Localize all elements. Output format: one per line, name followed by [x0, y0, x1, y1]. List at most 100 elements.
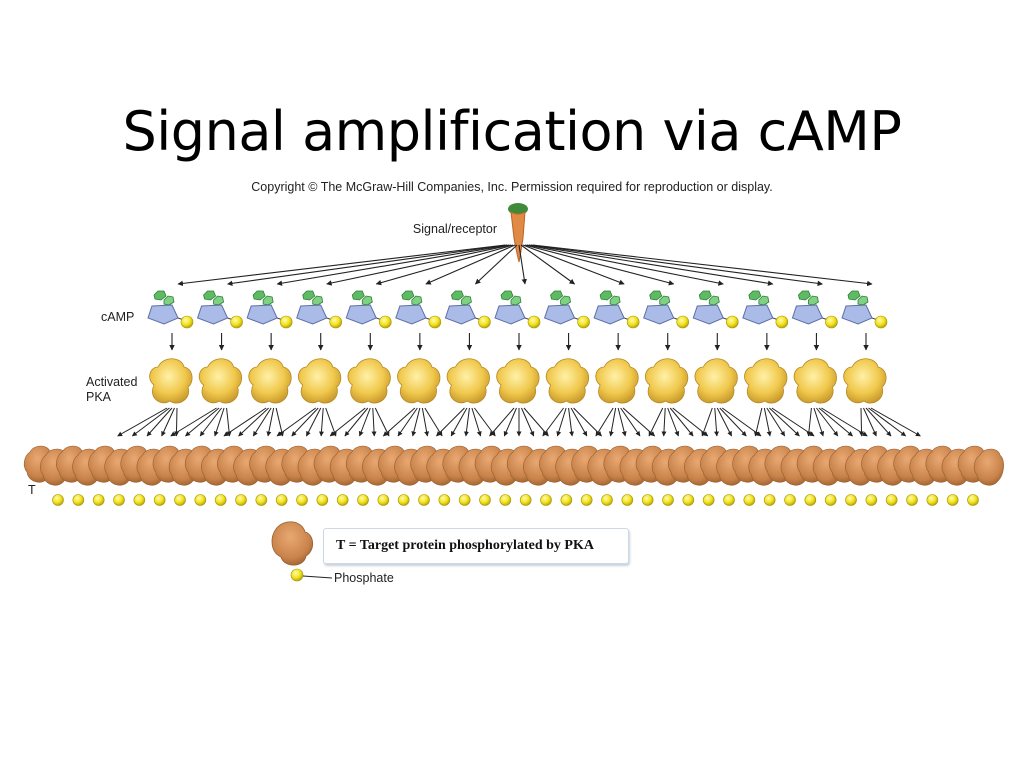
camp-molecule-icon	[246, 290, 293, 329]
receptor-arrow	[528, 244, 774, 286]
pka-target-arrow	[753, 407, 763, 437]
pka-target-arrow	[821, 407, 868, 437]
camp-molecule-icon	[643, 290, 690, 329]
phosphate-icon	[967, 494, 979, 506]
pka-target-arrow	[266, 407, 275, 437]
pka-target-arrow	[252, 407, 272, 437]
pka-target-arrow	[870, 407, 921, 437]
phosphate-icon	[296, 494, 308, 506]
phosphate-icon	[479, 494, 491, 506]
phosphate-icon	[418, 494, 430, 506]
pka-target-arrow	[813, 407, 825, 437]
receptor-arrow	[522, 244, 625, 285]
pka-target-arrow	[622, 407, 656, 437]
pka-target-arrow	[661, 407, 667, 437]
phosphate-icon	[845, 494, 857, 506]
pka-molecule-icon	[297, 358, 342, 404]
pka-target-arrow	[374, 407, 390, 437]
pka-target-arrow	[436, 407, 465, 437]
legend-phosphate-icon	[290, 568, 304, 582]
receptor-arrow	[530, 244, 823, 287]
pka-to-target-arrows	[117, 407, 921, 437]
pka-molecule-icon	[595, 358, 639, 404]
pka-target-arrow	[131, 407, 170, 437]
pka-target-arrow	[471, 407, 482, 437]
pka-target-arrow	[344, 407, 369, 437]
pka-target-arrow	[766, 407, 786, 437]
phosphate-icon	[357, 494, 369, 506]
pka-target-arrow	[648, 407, 664, 437]
phosphate-icon	[540, 494, 552, 506]
camp-molecules	[147, 290, 888, 329]
pka-target-arrow	[865, 407, 892, 437]
pka-target-arrow	[521, 407, 535, 437]
pka-target-arrow	[226, 407, 232, 437]
phosphate-icon	[560, 494, 573, 506]
pka-molecule-icon	[347, 358, 391, 404]
camp-molecule-icon	[791, 290, 838, 329]
pka-molecule-icon	[248, 358, 292, 404]
camp-molecule-icon	[692, 290, 739, 329]
pka-target-arrow	[858, 407, 864, 437]
pka-target-arrow	[503, 407, 517, 437]
pka-target-arrow	[568, 407, 575, 437]
pka-target-arrow	[305, 407, 322, 437]
phosphate-icon	[519, 494, 532, 506]
phosphate-label: Phosphate	[334, 571, 394, 585]
pka-molecule-icon	[149, 358, 193, 404]
phosphate-icon	[336, 494, 349, 506]
pka-target-arrow	[542, 407, 564, 437]
phosphate-icon	[133, 494, 146, 506]
legend-protein-icon	[271, 521, 314, 566]
camp-molecule-icon	[147, 290, 194, 329]
pka-target-arrow	[556, 407, 567, 437]
phosphate-leader-line	[302, 575, 333, 579]
pka-target-arrow	[223, 407, 267, 437]
phosphate-icon	[316, 494, 329, 506]
phosphate-icon	[235, 494, 247, 506]
phosphate-icon	[641, 494, 654, 506]
pka-target-arrow	[450, 407, 468, 437]
receptor-arrow	[227, 244, 508, 287]
pka-molecule-icon	[843, 358, 887, 404]
phosphate-icon	[174, 494, 186, 506]
pka-target-arrow	[868, 407, 907, 437]
pka-molecule-icon	[198, 358, 242, 404]
pka-target-arrow	[716, 407, 733, 437]
pka-molecule-icon	[644, 358, 689, 404]
pka-target-arrow	[701, 407, 713, 437]
camp-molecule-icon	[593, 290, 640, 329]
receptor-arrow	[375, 244, 514, 286]
camp-label: cAMP	[101, 310, 134, 324]
receptor-arrow	[520, 244, 576, 285]
phosphate-icon	[377, 494, 390, 506]
receptor-arrow	[177, 244, 506, 287]
pka-target-arrow	[806, 407, 812, 437]
receptor-arrow	[526, 244, 724, 286]
receptor-arrow	[532, 244, 873, 287]
pka-target-arrow	[667, 407, 680, 437]
camp-molecule-icon	[841, 290, 888, 329]
pka-target-arrow	[117, 407, 168, 437]
pka-target-arrow	[397, 407, 418, 437]
camp-molecule-icon	[345, 290, 392, 329]
phosphate-icon	[906, 494, 918, 506]
phosphate-icon	[926, 494, 939, 506]
pka-target-arrow	[818, 407, 853, 437]
phosphate-icon	[255, 494, 268, 506]
phosphate-icon	[743, 494, 756, 506]
phosphate-icon	[458, 494, 471, 506]
camp-amplification-diagram: Signal/receptor cAMP Activated PKA T Pho…	[23, 203, 1004, 585]
camp-molecule-icon	[742, 290, 789, 329]
target-label: T	[28, 483, 36, 497]
pka-target-arrow	[489, 407, 515, 437]
phosphate-icon	[499, 494, 512, 506]
pka-target-arrow	[329, 407, 366, 437]
pka-target-arrow	[276, 407, 317, 437]
pka-target-arrow	[669, 407, 694, 437]
pka-target-arrow	[325, 407, 337, 437]
pka-target-arrow	[620, 407, 641, 437]
pka-target-arrow	[213, 407, 225, 437]
pka-target-arrow	[358, 407, 371, 437]
pka-target-arrow	[421, 407, 430, 437]
